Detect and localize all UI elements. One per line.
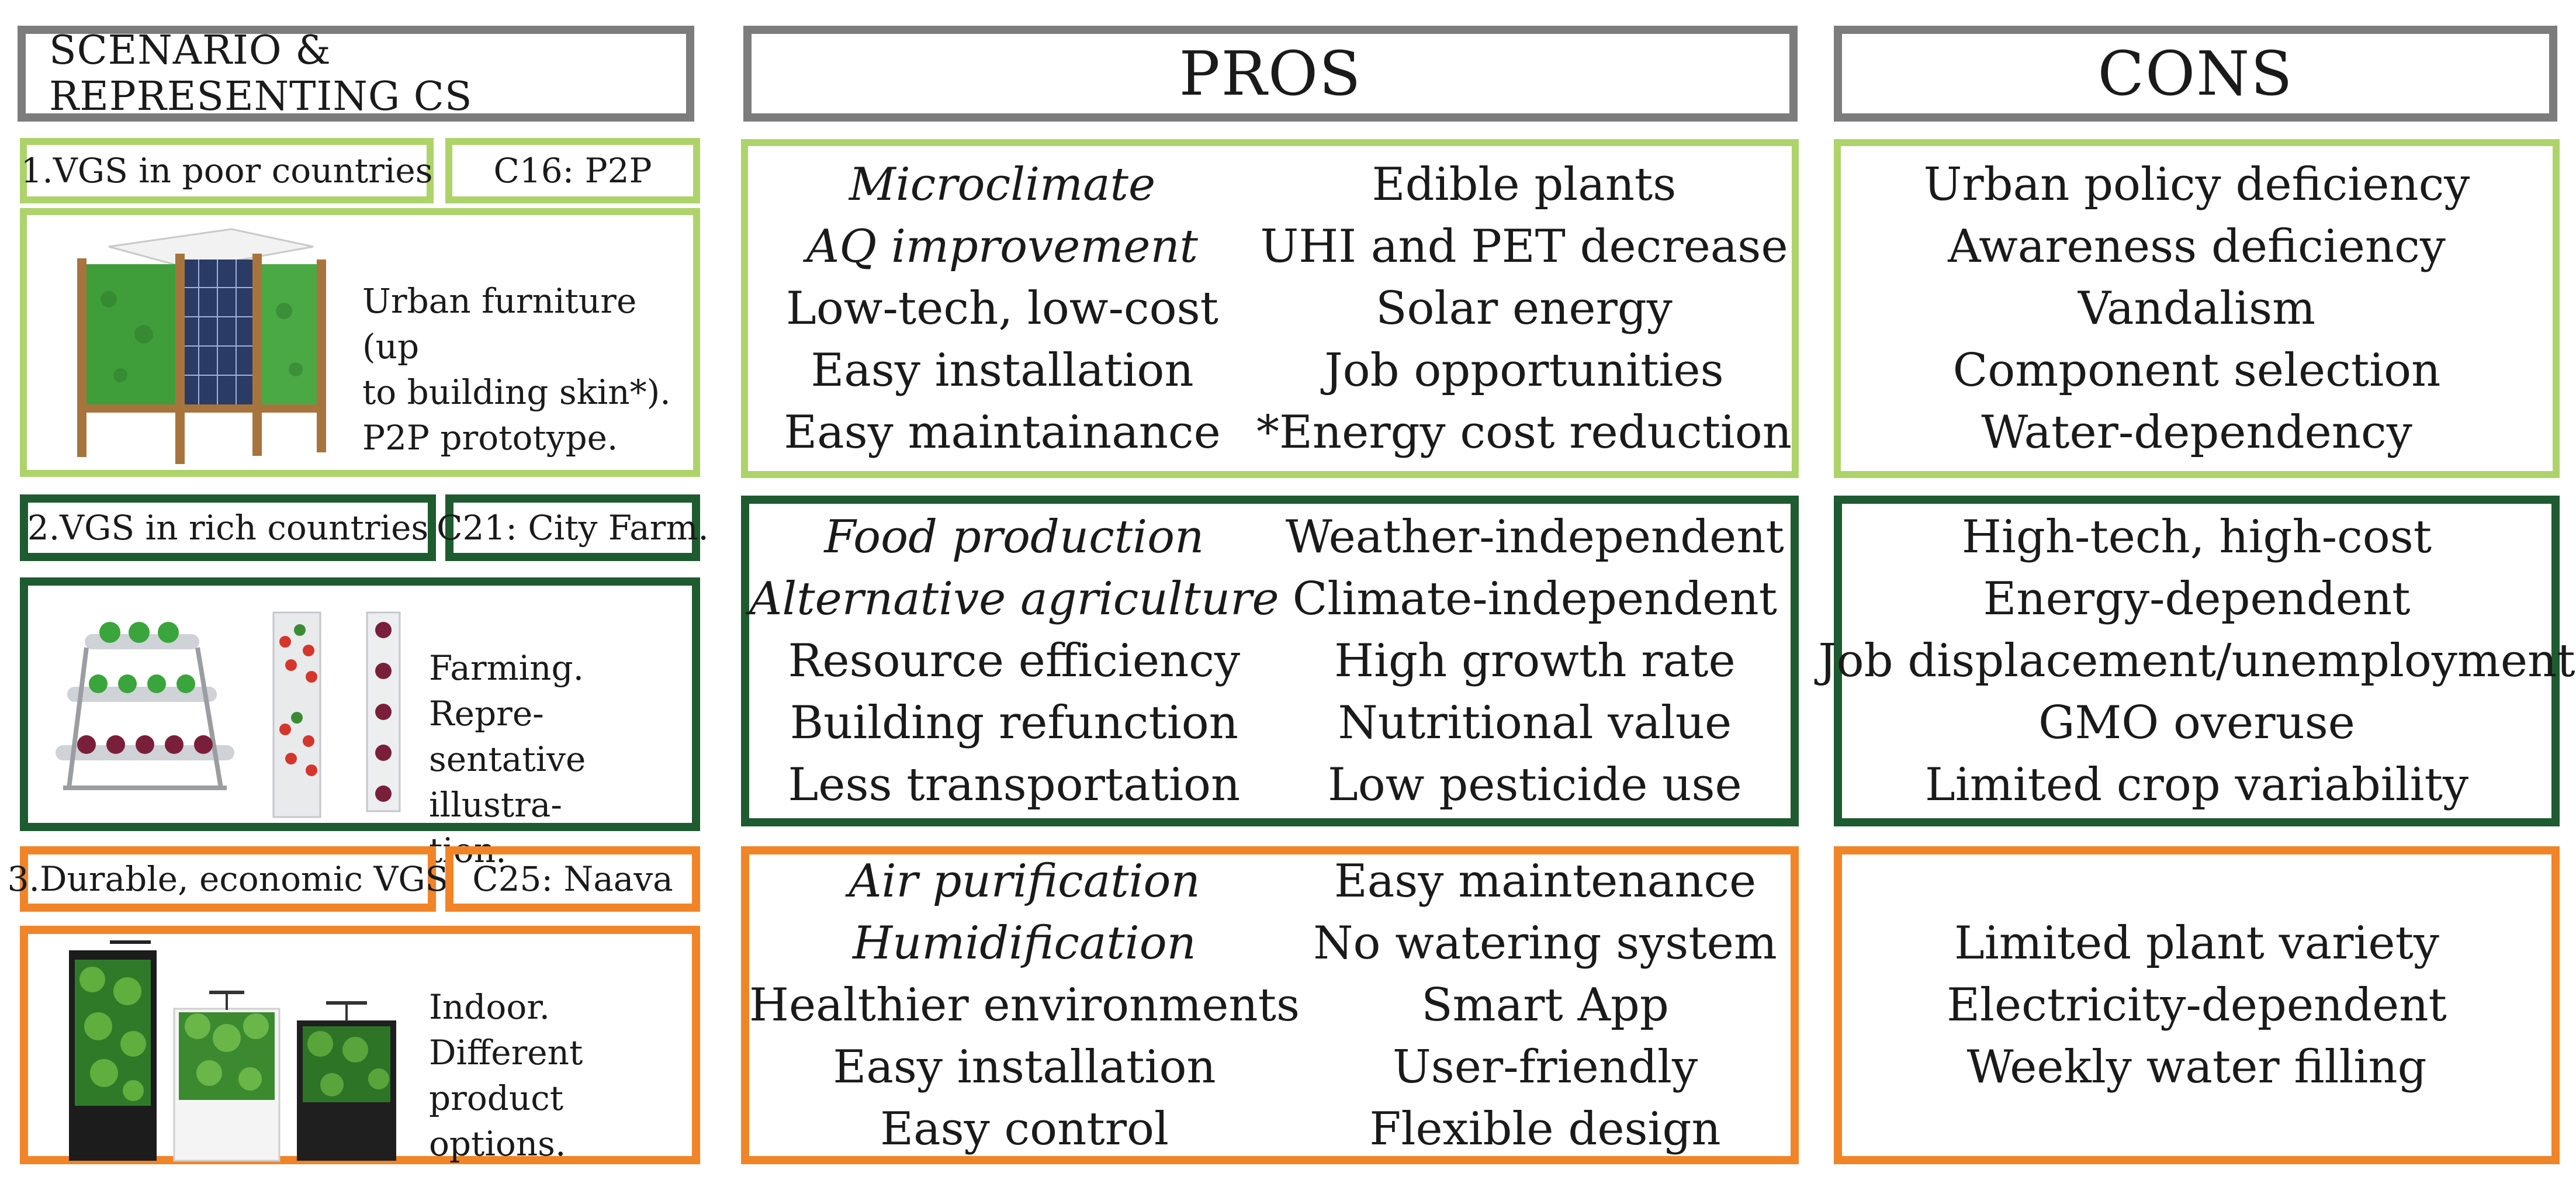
pros-item: Alternative agriculture <box>749 573 1279 625</box>
cons-item: GMO overuse <box>2038 697 2355 749</box>
pros-item: Easy maintainance <box>784 406 1221 459</box>
cons-item: Vandalism <box>2078 282 2316 335</box>
pros-item: Low-tech, low-cost <box>786 282 1218 335</box>
pros-1-left: Microclimate AQ improvement Low-tech, lo… <box>748 146 1256 471</box>
pros-item: Food production <box>824 511 1204 563</box>
pros-item: Weather-independent <box>1285 511 1784 563</box>
cons-1-box: Urban policy deficiency Awareness defici… <box>1834 139 2560 478</box>
pros-1-box: Microclimate AQ improvement Low-tech, lo… <box>741 139 1799 478</box>
pros-item: No watering system <box>1313 917 1777 970</box>
cons-3-box: Limited plant variety Electricity-depend… <box>1834 846 2560 1164</box>
pros-item: Low pesticide use <box>1328 759 1742 811</box>
cons-item: Urban policy deficiency <box>1923 158 2470 211</box>
pros-item: Humidification <box>853 917 1196 970</box>
pros-3-right: Easy maintenance No watering system Smar… <box>1300 854 1791 1156</box>
cons-item: Water-dependency <box>1981 406 2412 459</box>
cons-item: Limited plant variety <box>1954 917 2439 970</box>
scenario-3-description: Indoor. Different product options. <box>429 987 583 1164</box>
pros-item: Edible plants <box>1372 158 1677 211</box>
cons-item: Electricity-dependent <box>1947 979 2447 1032</box>
indoor-green-wall-illustration <box>69 940 396 1162</box>
pros-item: AQ improvement <box>806 220 1199 273</box>
pros-3-box: Air purification Humidification Healthie… <box>741 846 1799 1164</box>
pros-item: Less transportation <box>788 759 1241 811</box>
pros-header: PROS <box>743 26 1798 122</box>
cons-item: Component selection <box>1952 344 2441 397</box>
cons-item: Job displacement/unemployment <box>1818 635 2575 687</box>
pros-item: Smart App <box>1421 979 1669 1032</box>
scenario-1-illustration-box: Urban furniture (up to building skin*). … <box>20 208 700 477</box>
pros-item: Easy installation <box>811 344 1194 397</box>
scenario-header-label: SCENARIO & REPRESENTING CS <box>49 27 473 120</box>
pros-1-right: Edible plants UHI and PET decrease Solar… <box>1256 146 1792 471</box>
scenario-1-text: 1.VGS in poor countries <box>20 151 433 191</box>
pros-item: User-friendly <box>1393 1041 1698 1094</box>
cons-item: Weekly water filling <box>1966 1041 2427 1094</box>
pros-item: Flexible design <box>1369 1103 1721 1155</box>
scenario-1-description: Urban furniture (up to building skin*). … <box>362 281 671 458</box>
scenario-header: SCENARIO & REPRESENTING CS <box>18 26 694 122</box>
pros-2-left: Food production Alternative agriculture … <box>749 504 1279 818</box>
cons-header-label: CONS <box>2097 38 2294 109</box>
pros-item: Job opportunities <box>1324 344 1724 397</box>
pros-item: Easy control <box>880 1103 1169 1155</box>
pros-item: Easy installation <box>833 1041 1216 1094</box>
cons-item: Limited crop variability <box>1924 759 2469 811</box>
case-1-label: C16: P2P <box>445 138 700 203</box>
pros-header-label: PROS <box>1179 38 1362 109</box>
case-3-label: C25: Naava <box>445 846 700 912</box>
scenario-2-text: 2.VGS in rich countries <box>27 508 429 548</box>
cons-item: Energy-dependent <box>1983 573 2411 625</box>
cons-2-box: High-tech, high-cost Energy-dependent Jo… <box>1818 496 2575 826</box>
scenario-3-label: 3.Durable, economic VGS <box>8 846 448 912</box>
pros-item: Air purification <box>849 855 1200 908</box>
pros-2-box: Food production Alternative agriculture … <box>741 496 1799 826</box>
pros-item: High growth rate <box>1334 635 1736 687</box>
p2p-prototype-illustration <box>77 228 326 464</box>
case-1-text: C16: P2P <box>493 151 652 191</box>
scenario-2-label: 2.VGS in rich countries <box>20 494 436 561</box>
cons-item: High-tech, high-cost <box>1961 511 2432 563</box>
scenario-3-text: 3.Durable, economic VGS <box>7 859 449 899</box>
pros-item: Building refunction <box>790 697 1238 749</box>
pros-item: Climate-independent <box>1292 573 1777 625</box>
pros-2-right: Weather-independent Climate-independent … <box>1279 504 1791 818</box>
cons-item: Awareness deficiency <box>1948 220 2446 273</box>
case-2-label: C21: City Farm. <box>437 494 709 561</box>
hydroponic-farming-illustration <box>56 611 401 818</box>
scenario-1-label: 1.VGS in poor countries <box>20 138 434 203</box>
pros-3-left: Air purification Humidification Healthie… <box>749 854 1300 1156</box>
scenario-3-illustration-box: Indoor. Different product options. <box>20 926 700 1164</box>
case-2-text: C21: City Farm. <box>437 508 709 548</box>
pros-item: Microclimate <box>849 158 1156 211</box>
scenario-2-description: Farming. Repre- sentative illustra- tion… <box>429 648 586 870</box>
pros-item: Nutritional value <box>1338 697 1732 749</box>
pros-item: Resource efficiency <box>788 635 1241 687</box>
pros-item: Easy maintenance <box>1334 855 1757 908</box>
cons-header: CONS <box>1834 26 2557 122</box>
case-3-text: C25: Naava <box>472 859 673 899</box>
scenario-2-illustration-box: Farming. Repre- sentative illustra- tion… <box>20 577 700 870</box>
pros-item: Healthier environments <box>749 979 1300 1032</box>
pros-item: *Energy cost reduction <box>1256 406 1792 459</box>
pros-item: UHI and PET decrease <box>1260 220 1788 273</box>
pros-item: Solar energy <box>1376 282 1673 335</box>
